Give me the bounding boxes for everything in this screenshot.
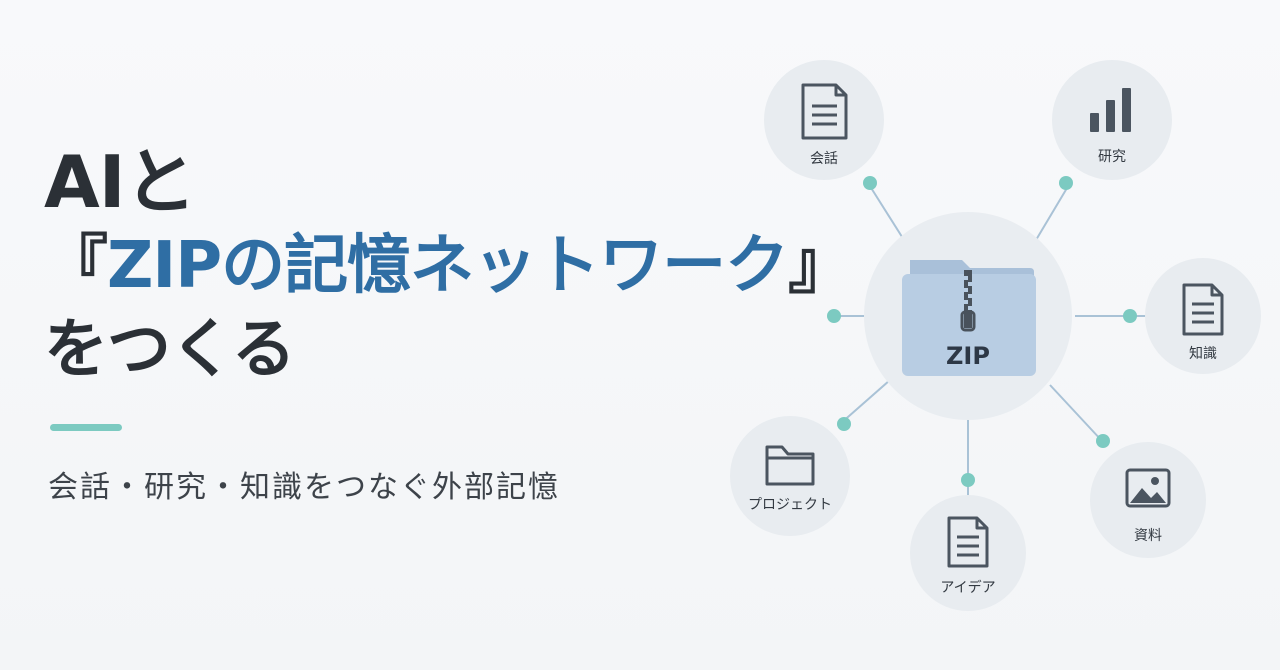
node-idea: アイデア	[910, 495, 1026, 611]
headline: AIと 『ZIPの記憶ネットワーク』 をつくる	[44, 140, 852, 392]
headline-line-1: AIと	[44, 140, 197, 224]
subtitle: 会話・研究・知識をつなぐ外部記憶	[48, 470, 560, 505]
connector-materials	[1049, 384, 1104, 443]
node-label-conversation: 会話	[810, 150, 838, 167]
connector-dots	[827, 176, 1137, 487]
headline-line-2: 『ZIPの記憶ネットワーク』	[44, 224, 852, 308]
node-knowledge: 知識	[1145, 258, 1261, 374]
hub-node: ZIP	[864, 212, 1072, 420]
node-label-project: プロジェクト	[748, 497, 832, 513]
bar-chart-icon	[1090, 88, 1131, 132]
image-icon	[1125, 468, 1171, 508]
dot-project	[837, 417, 851, 431]
document-icon	[947, 516, 989, 568]
node-label-idea: アイデア	[940, 579, 995, 596]
headline-line-3: をつくる	[44, 313, 296, 387]
connector-conversation	[867, 182, 905, 241]
headline-bracket-close: 』	[788, 229, 852, 303]
node-project: プロジェクト	[730, 416, 850, 536]
accent-underline	[50, 424, 122, 431]
node-label-research: 研究	[1098, 149, 1126, 165]
node-label-materials: 資料	[1134, 528, 1162, 544]
node-conversation: 会話	[764, 60, 884, 180]
node-materials: 資料	[1090, 442, 1206, 558]
folder-icon	[765, 445, 815, 486]
headline-accent: ZIPの記憶ネットワーク	[107, 229, 789, 303]
document-icon	[801, 83, 848, 140]
dot-left-stub	[827, 309, 841, 323]
dot-knowledge	[1123, 309, 1137, 323]
dot-idea	[961, 473, 975, 487]
dot-research	[1059, 176, 1073, 190]
connector-project	[839, 379, 891, 425]
headline-bracket-open: 『	[44, 229, 108, 303]
zip-folder-icon	[902, 260, 1036, 376]
node-research: 研究	[1052, 60, 1172, 180]
hub-label: ZIP	[946, 342, 990, 370]
dot-conversation	[863, 176, 877, 190]
dot-materials	[1096, 434, 1110, 448]
node-label-knowledge: 知識	[1189, 345, 1217, 362]
document-icon	[1182, 283, 1224, 336]
connector-research	[1035, 182, 1071, 241]
